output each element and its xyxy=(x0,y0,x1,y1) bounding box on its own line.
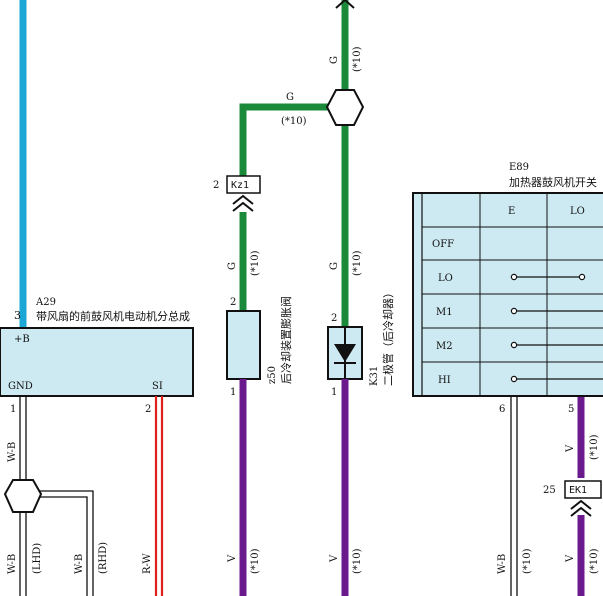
kz1-connector xyxy=(226,175,261,194)
e89-pin-6: 6 xyxy=(499,404,505,415)
a29-body xyxy=(0,327,194,397)
label-n10-v2: (*10) xyxy=(352,548,363,574)
wire-rw xyxy=(154,396,164,596)
e89-row-lo: LO xyxy=(438,273,453,284)
ek1-num: 25 xyxy=(543,485,556,496)
diode-icon xyxy=(334,327,356,379)
e89-row-off: OFF xyxy=(432,239,454,250)
a29-pin-1: 1 xyxy=(10,404,16,415)
green-splice xyxy=(325,89,365,126)
wb-splice xyxy=(3,479,43,513)
a29-pin-2: 2 xyxy=(145,404,151,415)
label-rw: R-W xyxy=(142,553,153,574)
label-g-k31: G xyxy=(329,262,340,270)
label-wb-e89: W-B xyxy=(497,554,508,574)
ek1-connector xyxy=(564,480,602,499)
a29-code: A29 xyxy=(35,297,56,308)
ek1-chevron-icon xyxy=(570,499,592,517)
k31-name: 二极管（后冷却器） xyxy=(381,287,395,386)
label-n10-top: (*10) xyxy=(352,46,363,72)
label-n10-z50: (*10) xyxy=(250,250,261,276)
label-v-3: V xyxy=(565,444,576,453)
e89-name: 加热器鼓风机开关 xyxy=(509,175,597,189)
e89-col-e: E xyxy=(508,206,515,217)
a29-pin-si: SI xyxy=(152,381,163,392)
label-n10-wb-e89: (*10) xyxy=(522,548,533,574)
z50-body xyxy=(226,310,261,380)
kz1-num: 2 xyxy=(213,180,219,191)
e89-contacts xyxy=(510,273,603,383)
z50-pin-1: 1 xyxy=(230,387,236,398)
label-v-2: V xyxy=(329,554,340,563)
label-g-horizontal: G xyxy=(286,92,294,103)
a29-pin-3: 3 xyxy=(14,309,21,322)
e89-col-lo: LO xyxy=(570,206,585,217)
z50-name: 后冷却装置膨胀阀 xyxy=(279,296,293,384)
k31-pin-2: 2 xyxy=(331,313,337,324)
a29-pin-plus-b: +B xyxy=(14,334,30,345)
label-wb-2: W-B xyxy=(7,554,18,574)
e89-row-m2: M2 xyxy=(436,341,453,352)
label-lhd: (LHD) xyxy=(32,543,43,574)
label-g-top: G xyxy=(329,56,340,64)
label-rhd: (RHD) xyxy=(98,542,109,574)
label-n10-v3: (*10) xyxy=(589,434,600,460)
e89-grid xyxy=(421,192,603,397)
label-n10-k31: (*10) xyxy=(352,250,363,276)
kz1-chevron-icon xyxy=(232,194,254,212)
label-n10-v4: (*10) xyxy=(589,548,600,574)
z50-pin-2: 2 xyxy=(230,297,236,308)
kz1-label: Kz1 xyxy=(231,180,249,191)
e89-pin-5: 5 xyxy=(568,404,574,415)
a29-pin-gnd: GND xyxy=(8,381,33,392)
label-wb-1: W-B xyxy=(7,442,18,462)
green-top-arrow xyxy=(335,0,355,9)
label-g-z50: G xyxy=(227,262,238,270)
label-n10-horizontal: (*10) xyxy=(281,116,307,127)
k31-code: K31 xyxy=(369,366,380,386)
ek1-label: EK1 xyxy=(569,485,587,496)
wire-green xyxy=(239,0,349,327)
e89-code: E89 xyxy=(509,162,529,173)
label-v-1: V xyxy=(227,554,238,563)
a29-name: 带风扇的前鼓风机电动机分总成 xyxy=(36,309,190,323)
wire-violet xyxy=(239,379,585,596)
k31-pin-1: 1 xyxy=(331,387,337,398)
e89-row-hi: HI xyxy=(438,375,451,386)
label-wb-3: W-B xyxy=(74,554,85,574)
e89-row-m1: M1 xyxy=(436,307,453,318)
label-v-4: V xyxy=(565,554,576,563)
z50-code: z50 xyxy=(267,366,278,384)
wire-wb-e89 xyxy=(510,396,518,596)
label-n10-v1: (*10) xyxy=(250,548,261,574)
